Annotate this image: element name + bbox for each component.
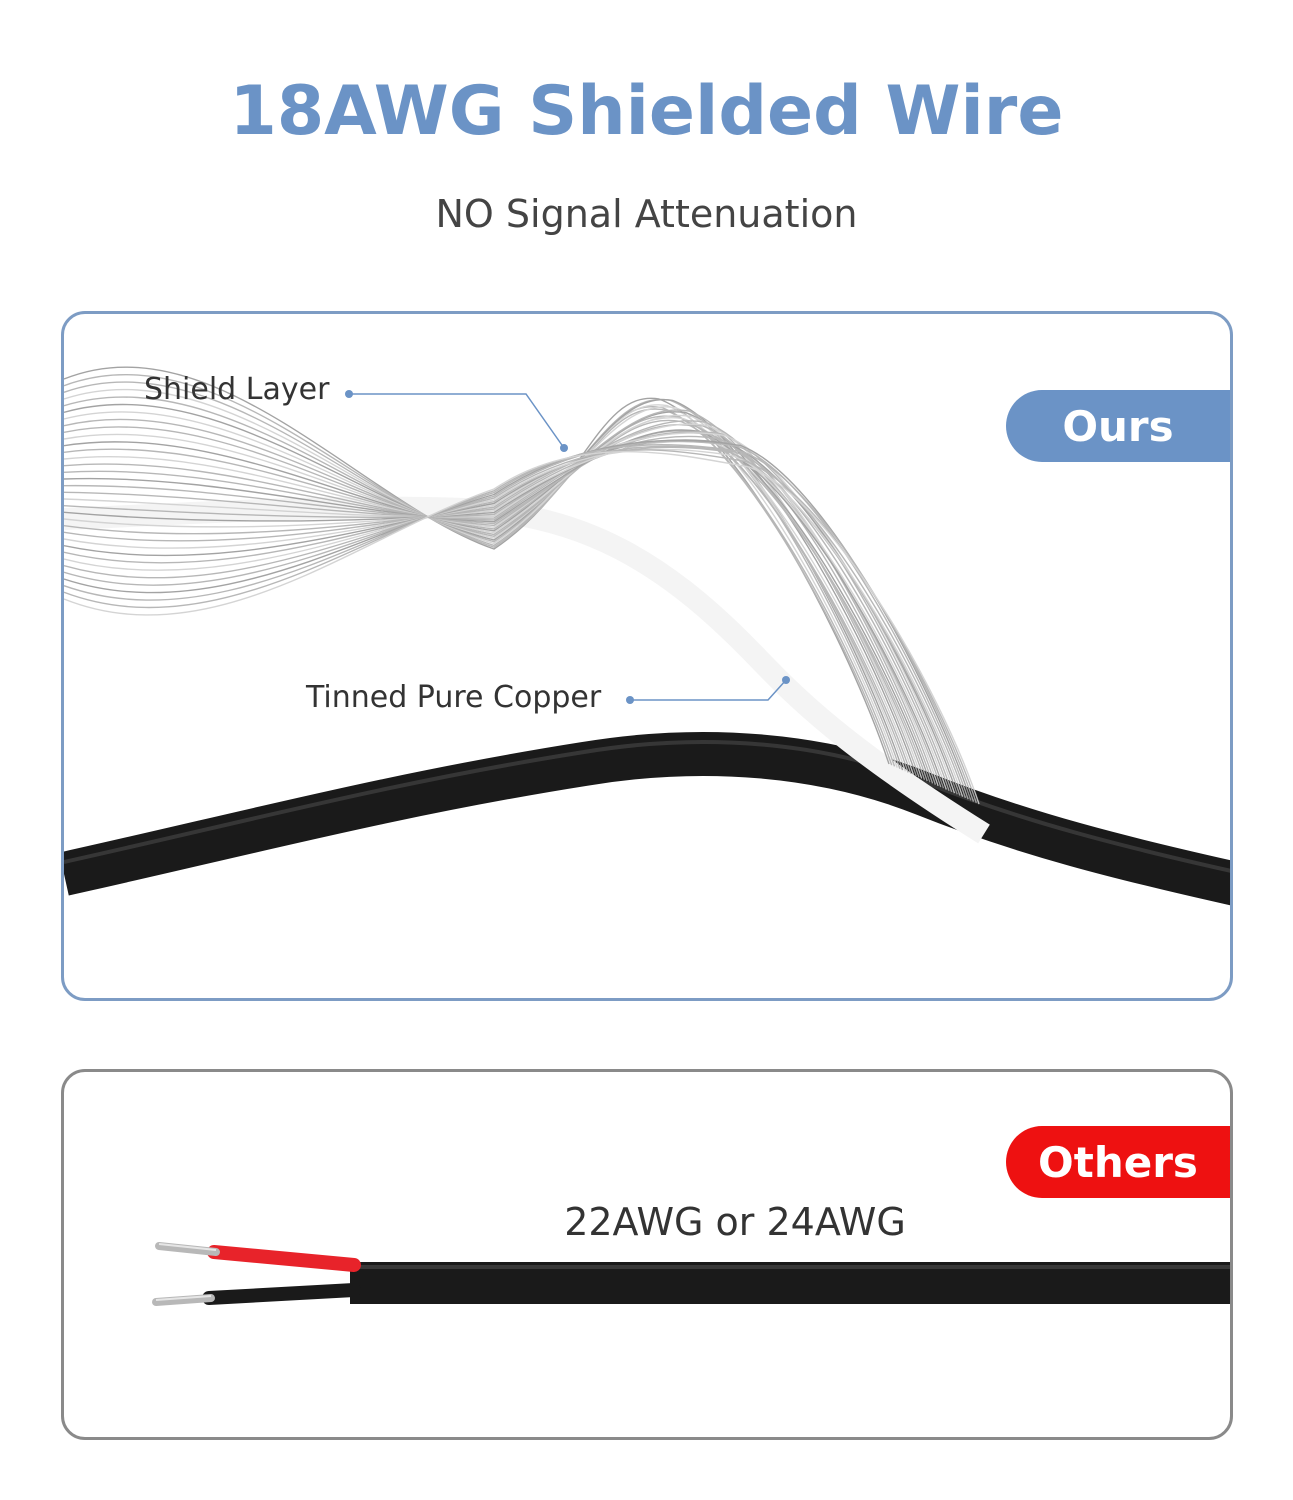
shield-strand: [64, 406, 907, 772]
black-wire-tip: [152, 1294, 215, 1306]
page-subtitle: NO Signal Attenuation: [435, 192, 858, 236]
black-wire: [202, 1283, 361, 1305]
tinned-copper-callout: Tinned Pure Copper: [306, 680, 602, 715]
page-title: 18AWG Shielded Wire: [229, 72, 1064, 151]
others-tag: Others: [1006, 1126, 1230, 1198]
ours-tag: Ours: [1006, 390, 1230, 462]
shield-strand: [64, 409, 920, 778]
red-wire: [207, 1245, 361, 1272]
shield-strand: [64, 416, 915, 776]
shield-strand: [64, 423, 939, 787]
shield-layer-callout: Shield Layer: [144, 372, 330, 407]
red-wire-tip: [155, 1242, 220, 1256]
shield-strand: [64, 451, 980, 805]
black-cable-jacket: [64, 732, 1230, 906]
shielded-cable-illustration: [64, 366, 1230, 906]
others-comparison-card: 22AWG or 24AWG Others: [61, 1069, 1233, 1440]
thin-cable-illustration: [152, 1242, 1230, 1306]
shield-strand: [64, 420, 937, 785]
wire-gauge-label: 22AWG or 24AWG: [564, 1200, 906, 1244]
inner-core: [64, 496, 990, 844]
shield-strands: [64, 366, 980, 805]
shield-strand: [64, 411, 917, 777]
ours-comparison-card: Shield Layer Tinned Pure Copper Ours: [61, 311, 1233, 1001]
shield-strand: [64, 430, 928, 782]
shield-strand: [64, 440, 969, 800]
shield-strand: [64, 439, 958, 795]
shield-strand: [64, 429, 931, 783]
